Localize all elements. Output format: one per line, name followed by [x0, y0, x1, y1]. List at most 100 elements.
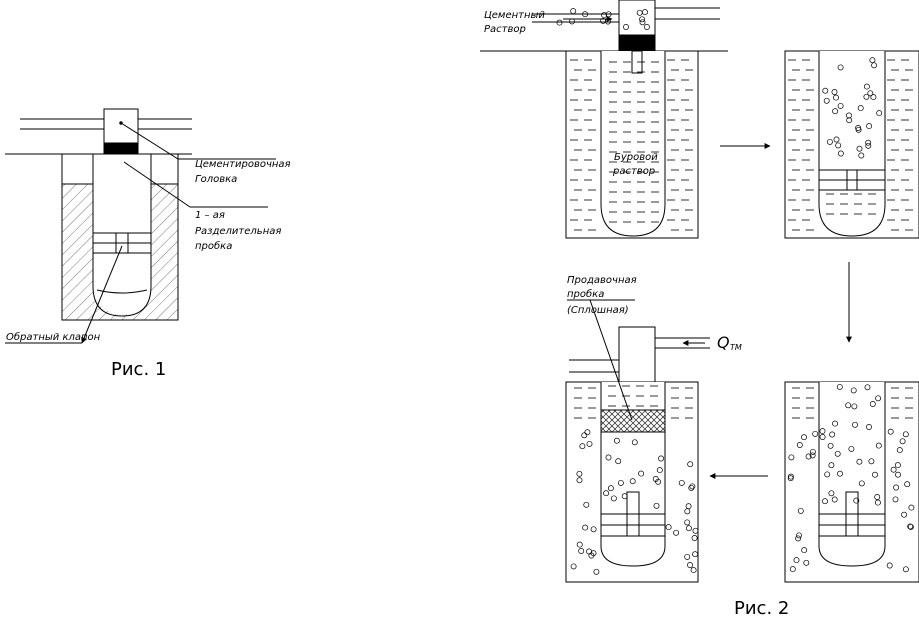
cement-bubble: [874, 499, 881, 506]
cement-bubble: [673, 529, 680, 536]
cement-bubble: [824, 471, 831, 478]
cement-bubble: [690, 567, 697, 574]
cement-bubble: [899, 438, 906, 445]
cement-bubble: [874, 494, 881, 500]
cement-bubble: [658, 455, 665, 462]
cement-bubble: [864, 384, 871, 391]
cement-bubble: [852, 421, 858, 428]
cement-bubble: [689, 483, 696, 490]
cement-bubble: [582, 11, 589, 18]
cement-bubble: [835, 142, 842, 149]
cement-bubble: [578, 548, 585, 554]
label-plug-2: Разделительная: [195, 226, 281, 237]
cement-bubble: [856, 145, 863, 152]
label-flow-sub: ТМ: [730, 343, 742, 352]
rock-formation: [62, 184, 178, 320]
cement-bubble: [570, 563, 577, 570]
cement-head: [103, 108, 139, 144]
cement-bubble: [870, 94, 877, 101]
cement-bubble: [902, 566, 909, 573]
cement-bubble: [643, 24, 650, 30]
cement-bubble: [581, 432, 588, 439]
cement-bubble: [576, 470, 583, 477]
cement-bubble: [834, 450, 841, 457]
label-mud: Буровой: [614, 152, 658, 163]
cement-bubble: [826, 138, 833, 145]
cement-bubble: [822, 498, 828, 505]
cement-head-a: [618, 0, 656, 36]
cement-bubble: [556, 19, 563, 26]
cement-bubble: [866, 424, 872, 430]
cement-bubble: [846, 112, 852, 119]
cement-bubble: [582, 524, 589, 531]
cement-bubble: [590, 526, 597, 533]
label-plug-3: пробка: [195, 240, 232, 252]
cement-bubble: [601, 12, 608, 19]
cement-bubble: [613, 437, 620, 444]
label-float-valve: Обратный клапон: [6, 331, 101, 343]
leader-head: [120, 122, 179, 160]
cement-bubble: [890, 466, 897, 473]
cement-bubble: [586, 548, 593, 555]
cement-bubble: [829, 431, 836, 438]
cement-bubble: [579, 443, 586, 450]
cement-bubble: [593, 568, 600, 575]
cement-bubble: [687, 562, 693, 568]
cement-bubble: [876, 110, 883, 117]
cement-bubble: [902, 431, 909, 438]
cement-bubble: [871, 62, 878, 69]
cement-bubble: [639, 19, 646, 26]
cement-bubble: [795, 535, 802, 542]
cement-bubble: [615, 458, 622, 465]
cement-bubble: [801, 434, 807, 441]
cement-bubble: [901, 511, 908, 518]
casing: [92, 154, 152, 317]
cement-bubble: [586, 440, 593, 447]
cement-bubble: [853, 497, 860, 504]
cement-bubble: [605, 18, 611, 25]
caption-fig-2: Рис. 2: [734, 598, 789, 619]
casing-d: [818, 382, 886, 567]
cement-bubble: [867, 90, 874, 97]
push-plug: [600, 409, 666, 433]
cement-bubble: [789, 566, 796, 573]
cement-bubble: [894, 462, 901, 469]
cement-bubble: [605, 454, 612, 461]
cement-bubble: [687, 461, 694, 468]
cement-bubble: [603, 490, 610, 497]
cement-bubble: [836, 383, 843, 390]
cement-bubble: [866, 123, 873, 130]
cement-bubble: [576, 541, 583, 548]
cement-bubble: [570, 8, 577, 15]
cement-bubble: [858, 152, 865, 159]
cement-bubble: [845, 402, 852, 409]
cement-bubble: [583, 501, 590, 508]
float-valve: [96, 289, 148, 294]
cement-bubble: [831, 89, 838, 95]
cement-bubble: [607, 485, 614, 492]
cement-bubble: [652, 476, 659, 482]
cement-bubble: [869, 401, 876, 407]
cement-bubble: [893, 484, 900, 491]
cement-bubble: [907, 523, 914, 530]
cement-bubble: [827, 442, 834, 449]
panel-c: [565, 326, 710, 583]
cement-bubble: [639, 16, 646, 23]
cement-bubble: [621, 493, 628, 500]
label-flow: Q: [717, 333, 730, 352]
cement-bubble: [875, 442, 882, 449]
cement-bubble: [895, 471, 901, 478]
figure-1: [5, 108, 276, 344]
cement-bubble: [863, 93, 870, 100]
cement-bubble: [809, 448, 816, 455]
cement-bubble: [801, 547, 808, 554]
cement-bubble: [833, 136, 840, 143]
leader-plug: [123, 161, 191, 208]
cement-bubble: [684, 519, 691, 526]
cement-bubble: [642, 9, 648, 16]
cement-bubble: [684, 553, 691, 560]
cement-bubble: [865, 142, 872, 149]
panel-a: [480, 0, 728, 239]
label-push-plug: Продавочная: [567, 275, 637, 286]
cement-bubble: [892, 496, 899, 503]
